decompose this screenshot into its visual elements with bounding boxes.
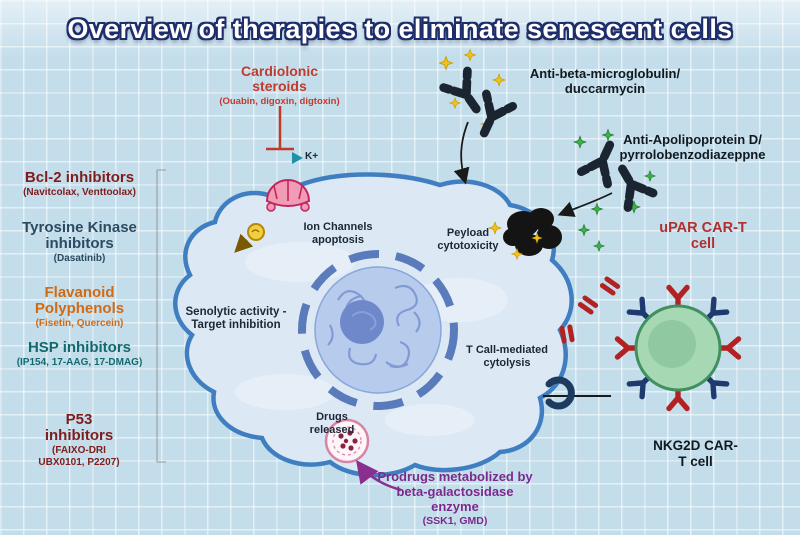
k-influx-triangle	[292, 152, 303, 164]
nkg2d-line2: T cell	[678, 453, 713, 469]
payload-line1: Peyload	[446, 227, 490, 239]
upar-car-t-label: uPAR CAR-T cell	[638, 220, 768, 252]
drugs-line2: released	[309, 423, 355, 436]
t-cell-cytolysis-label: T Call-mediated cytolysis	[456, 344, 558, 369]
cardiotonic-line1: Cardiolonic	[240, 63, 318, 79]
cardiotonic-steroids-label: Cardiolonic steroids (Ouabin, digoxin, d…	[212, 63, 347, 108]
prodrugs-line2: beta-galactosidase	[396, 483, 514, 499]
cell-debris-blob	[503, 208, 562, 256]
nkg2d-car-t-label: NKG2D CAR- T cell	[633, 438, 758, 470]
inhibitor-group-p53: P53 inhibitors (FAIXO-DRI UBX0101, P2207…	[34, 411, 124, 468]
tcell-line2: cytolysis	[483, 356, 531, 369]
nuclear-envelope	[298, 250, 458, 410]
payload-line2: cytotoxicity	[437, 239, 499, 252]
inhibitor-name: Tyrosine Kinase inhibitors	[22, 219, 137, 253]
upar-line2: cell	[690, 236, 716, 253]
ab2-line1: Anti-Apolipoprotein D/	[623, 132, 762, 147]
nkg2d-line1: NKG2D CAR-	[653, 438, 738, 453]
ion-channels-line2: apoptosis	[312, 233, 364, 246]
nucleolus-texture	[351, 311, 377, 331]
ab2-line2: pyrrolobenzodiazeppne	[619, 147, 766, 163]
inhibitor-group-hsp: HSP inhibitors (IP154, 17-AAG, 17-DMAG)	[2, 339, 157, 369]
ion-channels-line1: Ion Channels	[303, 221, 373, 233]
inhibitor-name: Flavanoid Polyphenols	[34, 284, 125, 318]
ab1-line1: Anti-beta-microglobulin/	[529, 66, 681, 81]
potassium-label: K+	[305, 151, 319, 162]
anti-apolipoprotein-label: Anti-Apolipoprotein D/ pyrrolobenzodiaze…	[590, 132, 795, 163]
car-t-cell	[618, 288, 739, 409]
anti-beta-microglobulin-label: Anti-beta-microglobulin/ duccarmycin	[505, 66, 705, 97]
drugs-line1: Drugs	[316, 411, 348, 423]
inhibitor-detail: (Dasatinib)	[53, 253, 106, 265]
potassium-ion	[247, 223, 265, 241]
inhibitor-detail: (IP154, 17-AAG, 17-DMAG)	[16, 357, 143, 369]
cardiotonic-detail: (Ouabin, digoxin, digtoxin)	[219, 96, 340, 108]
prodrugs-line3: enzyme	[431, 498, 479, 514]
inhibitor-group-flavanoid: Flavanoid Polyphenols (Fisetin, Quercein…	[2, 284, 157, 330]
prodrugs-detail: (SSK1, GMD)	[422, 515, 488, 528]
tcell-line1: T Call-mediated	[466, 344, 548, 356]
upar-line1: uPAR CAR-T	[659, 220, 747, 236]
ion-channel-icon	[265, 179, 311, 212]
antibody1-arrow	[453, 121, 470, 185]
senolytic-line2: Target inhibition	[191, 319, 281, 332]
senolytic-activity-label: Senolytic activity - Target inhibition	[182, 306, 290, 332]
inhibitor-name: HSP inhibitors	[27, 339, 132, 356]
cardiotonic-line2: steroids	[252, 78, 307, 95]
nucleolus	[340, 300, 384, 344]
prodrugs-line1: Prodrugs metabolized by	[377, 469, 533, 484]
inhibitor-group-tyrosine-kinase: Tyrosine Kinase inhibitors (Dasatinib)	[2, 219, 157, 265]
inhibitor-name: Bcl-2 inhibitors	[24, 169, 135, 186]
ab1-line2: duccarmycin	[564, 81, 646, 97]
payload-cytotoxicity-label: Peyload cytotoxicity	[424, 227, 512, 252]
inhibitor-name: P53 inhibitors	[44, 411, 114, 445]
drug-vesicle	[324, 418, 370, 464]
ion-efflux-arrow	[234, 233, 254, 253]
drugs-released-label: Drugs released	[301, 411, 363, 436]
prodrugs-label: Prodrugs metabolized by beta-galactosida…	[362, 469, 548, 528]
car-receptor-crescent	[545, 376, 575, 410]
inhibitor-detail: (Navitcolax, Venttoolax)	[23, 187, 136, 199]
prodrug-arrow	[355, 460, 402, 492]
page-title: Overview of therapies to eliminate senes…	[67, 14, 733, 44]
inhibitor-detail: (FAIXO-DRI UBX0101, P2207)	[38, 445, 120, 468]
ion-channels-label: Ion Channels apoptosis	[293, 221, 383, 246]
antibody2-arrow	[557, 192, 613, 217]
inhibitor-bracket	[156, 169, 166, 463]
inhibition-line	[266, 106, 294, 151]
inhibitor-group-bcl2: Bcl-2 inhibitors (Navitcolax, Venttoolax…	[2, 169, 157, 199]
senolytic-line1: Senolytic activity -	[185, 306, 287, 318]
ion-mark	[251, 229, 260, 233]
title-banner	[0, 0, 800, 60]
inhibitor-detail: (Fisetin, Quercein)	[35, 318, 124, 330]
